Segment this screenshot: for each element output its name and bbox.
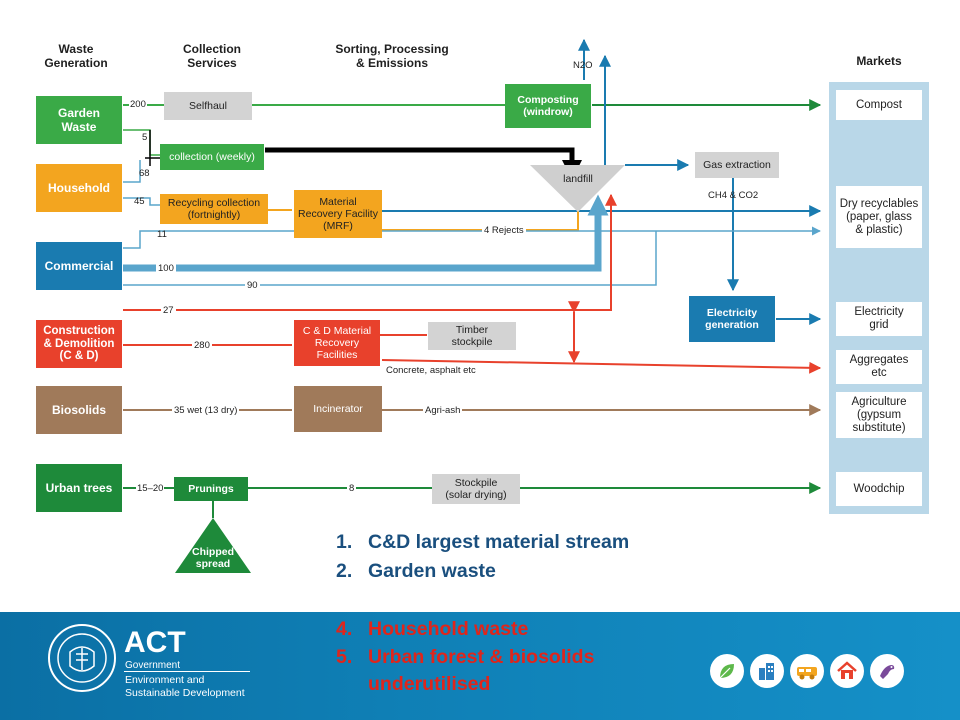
house-icon <box>830 654 864 688</box>
prunings-box: Prunings <box>174 477 248 501</box>
flow-label-rejects: 4 Rejects <box>482 225 526 236</box>
flow-label-280: 280 <box>192 340 212 351</box>
market-agriculture: Agriculture (gypsum substitute) <box>836 392 922 438</box>
flow-label-100: 100 <box>156 263 176 274</box>
government-label: Government <box>125 660 181 671</box>
market-electricity-grid: Electricity grid <box>836 302 922 336</box>
summary-item-5: 5.Urban forest & biosolids underutilised <box>336 646 595 695</box>
cd-mrf-box: C & D Material Recovery Facilities <box>294 320 380 366</box>
flow-label-200: 200 <box>129 99 147 110</box>
source-garden-waste: Garden Waste <box>36 96 122 144</box>
summary-list: 1.C&D largest material stream 2.Garden w… <box>336 528 629 698</box>
bird-icon <box>870 654 904 688</box>
source-urban-trees: Urban trees <box>36 464 122 512</box>
selfhaul-box: Selfhaul <box>164 92 252 120</box>
act-crest-logo <box>48 624 116 692</box>
header-collection-services: Collection Services <box>182 42 241 70</box>
incinerator-box: Incinerator <box>294 386 382 432</box>
chipped-spread-label: Chipped spread <box>192 546 234 570</box>
timber-stockpile-box: Timber stockpile <box>428 322 516 350</box>
electricity-generation-box: Electricity generation <box>689 296 775 342</box>
source-household: Household <box>36 164 122 212</box>
market-dry-recyclables: Dry recyclables (paper, glass & plastic) <box>836 186 922 248</box>
flow-label-ch4-co2: CH4 & CO2 <box>708 190 759 201</box>
market-aggregates: Aggregates etc <box>836 350 922 384</box>
flow-label-45: 45 <box>134 196 145 207</box>
collection-weekly-box: collection (weekly) <box>160 144 264 170</box>
chipped-spread-triangle <box>175 518 251 573</box>
flow-label-n2o: N2O <box>573 60 593 71</box>
city-icon <box>750 654 784 688</box>
transport-icon <box>790 654 824 688</box>
recycling-collection-box: Recycling collection (fortnightly) <box>160 194 268 224</box>
act-wordmark: ACT <box>124 626 186 659</box>
flow-label-8: 8 <box>347 483 357 494</box>
header-sorting: Sorting, Processing & Emissions <box>335 42 449 70</box>
header-waste-generation: Waste Generation <box>44 42 108 70</box>
flow-label-90: 90 <box>245 280 260 291</box>
summary-item-2: 2.Garden waste <box>336 560 496 582</box>
landfill-funnel <box>530 165 625 212</box>
summary-item-4: 4.Household waste <box>336 618 529 640</box>
landfill-label: landfill <box>563 173 593 185</box>
flow-label-68: 68 <box>139 168 150 179</box>
footer-divider <box>124 671 250 672</box>
flow-label-5: 5 <box>142 132 148 143</box>
mrf-box: Material Recovery Facility (MRF) <box>294 190 382 238</box>
market-woodchip: Woodchip <box>836 472 922 506</box>
flow-label-agri-ash: Agri-ash <box>423 405 463 416</box>
flow-label-15-20: 15–20 <box>136 483 165 494</box>
leaf-icon <box>710 654 744 688</box>
market-compost: Compost <box>836 90 922 120</box>
summary-item-1: 1.C&D largest material stream <box>336 531 630 553</box>
flow-label-11: 11 <box>157 229 167 240</box>
flow-lines <box>123 38 822 573</box>
header-markets: Markets <box>856 54 902 68</box>
directorate-label: Environment and Sustainable Development <box>125 674 245 699</box>
gas-extraction-box: Gas extraction <box>695 152 779 178</box>
flow-label-concrete: Concrete, asphalt etc <box>386 365 476 376</box>
flow-label-35-wet: 35 wet (13 dry) <box>172 405 240 416</box>
stockpile-box: Stockpile (solar drying) <box>432 474 520 504</box>
source-construction-demolition: Construction & Demolition (C & D) <box>36 320 122 368</box>
markets-panel <box>829 82 929 514</box>
summary-item-3: 3.Commercial waste <box>336 589 540 611</box>
source-commercial: Commercial <box>36 242 122 290</box>
flow-label-27: 27 <box>161 305 176 316</box>
source-biosolids: Biosolids <box>36 386 122 434</box>
composting-box: Composting (windrow) <box>505 84 591 128</box>
